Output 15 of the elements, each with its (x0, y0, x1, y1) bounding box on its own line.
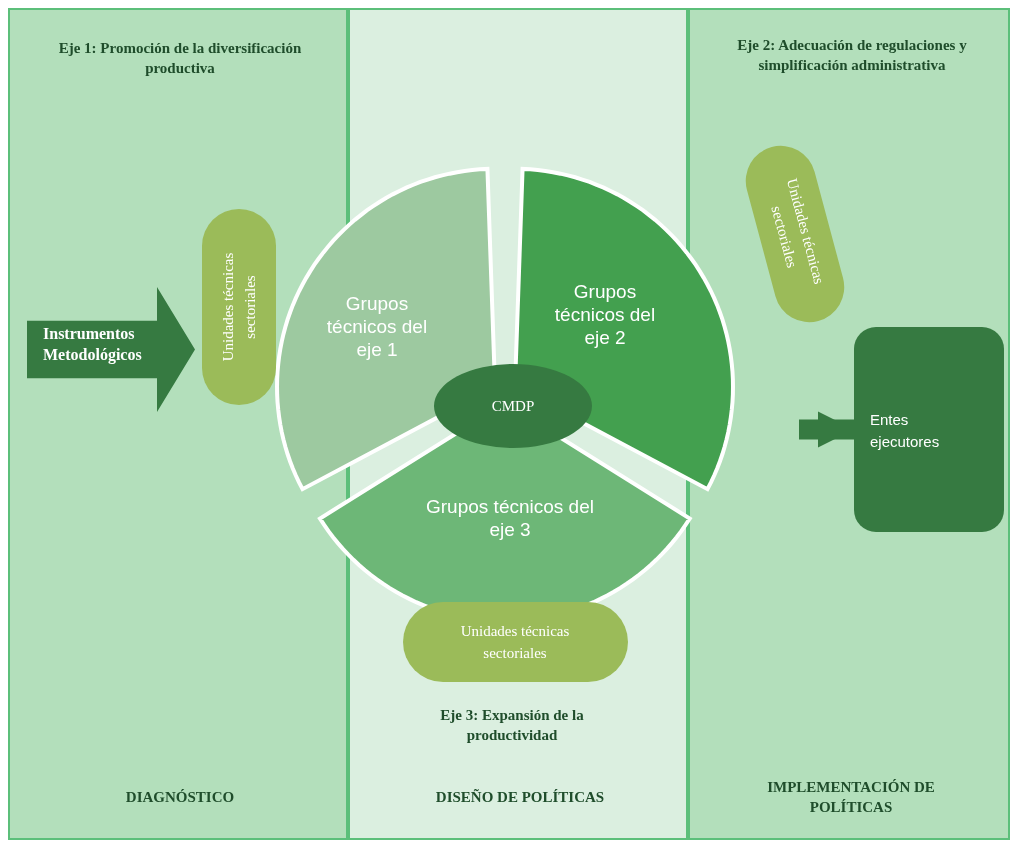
unit-band: Unidades técnicas sectoriales (402, 602, 628, 682)
sector-label: Grupos técnicos del eje 1 (325, 292, 429, 361)
axis-heading: Eje 2: Adecuación de regulaciones y simplificación administrativa (736, 36, 968, 75)
column-heading: IMPLEMENTACIÓN DE POLÍTICAS (766, 778, 936, 817)
column-heading: DISEÑO DE POLÍTICAS (434, 788, 606, 807)
axis-heading: Eje 3: Expansión de la productividad (439, 706, 585, 745)
arrow-label: Instrumentos Metodológicos (43, 324, 141, 366)
sector-label: Grupos técnicos del eje 2 (553, 280, 657, 349)
executor-box: Entes ejecutores (854, 327, 1004, 532)
arrow (799, 411, 854, 448)
unit-band: Unidades técnicas sectoriales (202, 209, 276, 405)
axis-heading: Eje 1: Promoción de la diversificación productiva (57, 39, 303, 78)
column-panel (688, 8, 1010, 840)
sector-label: Grupos técnicos del eje 3 (425, 495, 595, 541)
column-heading: DIAGNÓSTICO (124, 788, 236, 807)
